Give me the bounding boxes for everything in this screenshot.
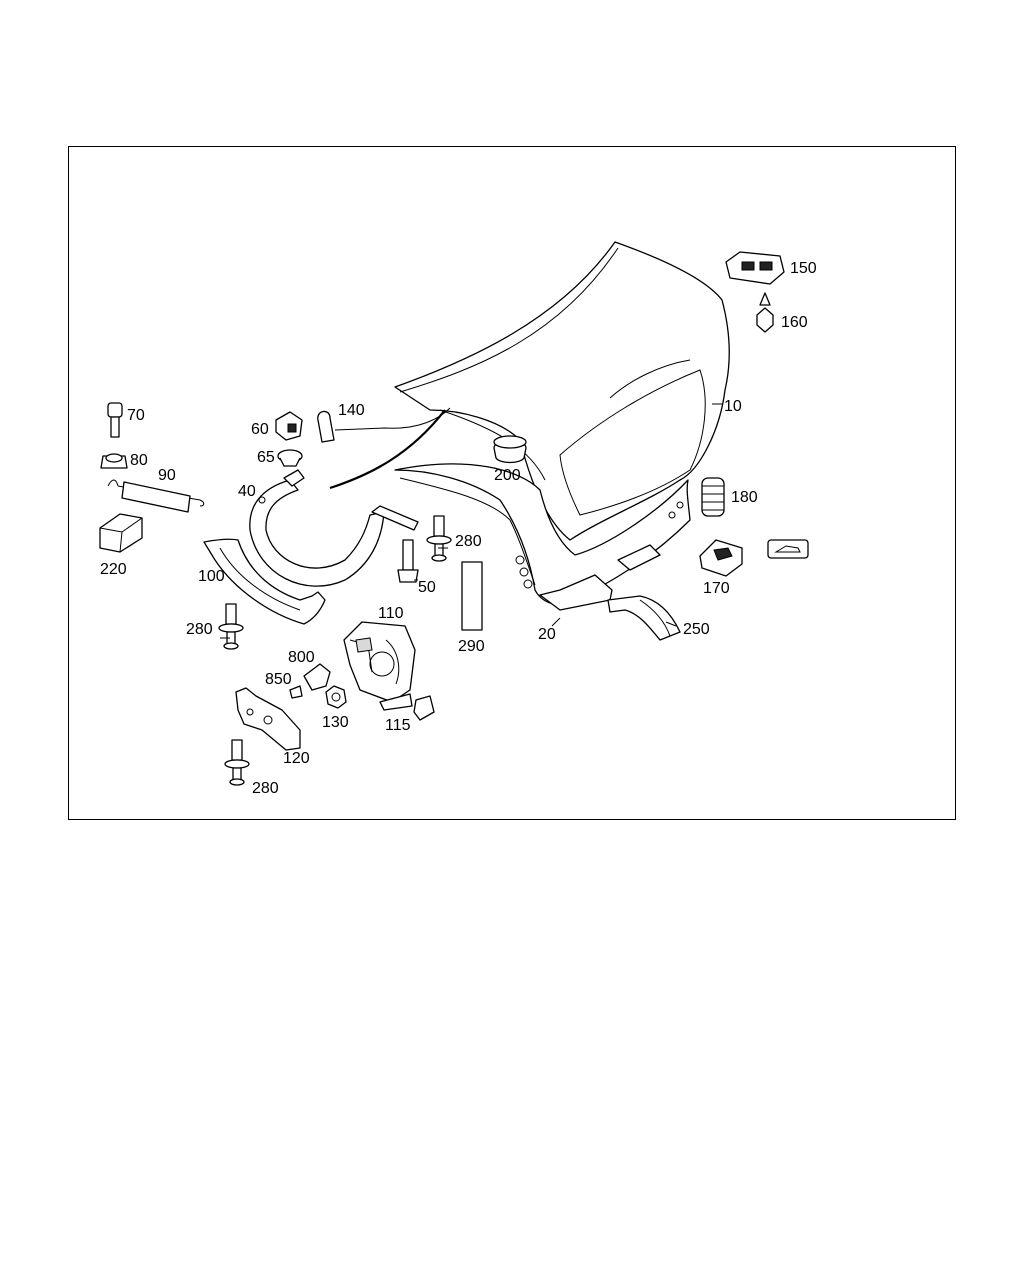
label-90: 90 [158, 467, 176, 484]
pin [289, 685, 303, 699]
label-180: 180 [731, 489, 758, 506]
label-220: 220 [100, 561, 127, 578]
label-280-bottom: 280 [252, 780, 279, 797]
label-200: 200 [494, 467, 521, 484]
trunk-lamp [699, 539, 743, 577]
buffer-block [725, 251, 785, 285]
clip-140 [317, 410, 335, 443]
label-280-top: 280 [455, 533, 482, 550]
trunk-lid [394, 241, 730, 541]
label-20: 20 [538, 626, 556, 643]
label-80: 80 [130, 452, 148, 469]
lock-cylinder [303, 663, 331, 691]
cap [277, 449, 303, 467]
screw [756, 292, 774, 333]
label-170: 170 [703, 580, 730, 597]
leader-lines [220, 403, 722, 639]
label-140: 140 [338, 402, 365, 419]
label-150: 150 [790, 260, 817, 277]
striker-plate [235, 687, 301, 751]
label-850: 850 [265, 671, 292, 688]
foam-block [99, 513, 143, 553]
label-50: 50 [418, 579, 436, 596]
adhesive-strip [461, 561, 483, 631]
bump-stop [701, 477, 725, 517]
label-280-left: 280 [186, 621, 213, 638]
trunk-lock [343, 621, 416, 703]
push-rivet [218, 603, 244, 650]
side-bracket [607, 595, 681, 641]
diagram-frame [68, 146, 956, 820]
label-65: 65 [257, 449, 275, 466]
label-800: 800 [288, 649, 315, 666]
label-70: 70 [127, 407, 145, 424]
label-10: 10 [724, 398, 742, 415]
trim-panel [203, 538, 326, 625]
label-115: 115 [385, 717, 411, 734]
grommet [100, 453, 128, 469]
label-290: 290 [458, 638, 485, 655]
label-250: 250 [683, 621, 710, 638]
bolt [107, 402, 123, 438]
cable-140 [334, 407, 451, 431]
label-40: 40 [238, 483, 256, 500]
mount-bolt [397, 539, 419, 583]
lock-sensor [379, 693, 435, 721]
push-rivet [426, 515, 452, 562]
label-120: 120 [283, 750, 310, 767]
plug [493, 435, 527, 464]
spring [107, 479, 205, 513]
label-60: 60 [251, 421, 269, 438]
label-160: 160 [781, 314, 808, 331]
trunk-inner-panel [394, 463, 691, 611]
label-110: 110 [378, 605, 404, 622]
seal-strip [329, 409, 446, 490]
trunk-symbol-icon [767, 539, 809, 559]
nut [325, 685, 347, 709]
label-100: 100 [198, 568, 225, 585]
push-rivet [224, 739, 250, 786]
label-130: 130 [322, 714, 349, 731]
clip [275, 411, 303, 441]
hinge-arm [249, 469, 419, 587]
